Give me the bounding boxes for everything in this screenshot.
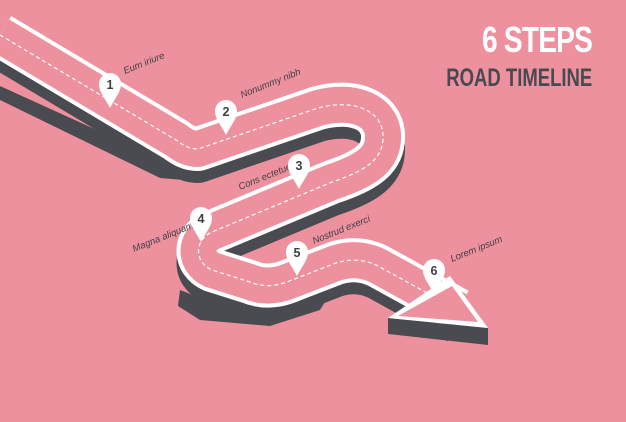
title-main: 6 STEPS [481, 19, 593, 60]
location-pin-icon [215, 100, 237, 135]
arrow-head-icon [388, 276, 488, 345]
arrow-tip-surface [398, 286, 478, 322]
road-wall-bottom [178, 290, 330, 326]
step-1-number: 1 [107, 78, 114, 92]
step-2-number: 2 [223, 105, 230, 119]
step-1-pin: 1 [99, 73, 121, 108]
step-1-label: Eum iriure [122, 50, 166, 76]
location-pin-icon [190, 207, 212, 242]
step-5-pin: 5 [286, 241, 308, 276]
location-pin-icon [99, 73, 121, 108]
location-pin-icon [288, 154, 310, 189]
step-4-pin: 4 [190, 207, 212, 242]
road-wall-left [0, 86, 184, 180]
road-center-line [0, 34, 459, 311]
arrow-base-wall [388, 318, 488, 345]
step-3-pin: 3 [288, 154, 310, 189]
step-6-number: 6 [431, 264, 438, 278]
step-3-number: 3 [296, 159, 303, 173]
step-4-number: 4 [198, 212, 205, 226]
step-2-pin: 2 [215, 100, 237, 135]
location-pin-icon [286, 241, 308, 276]
step-5-number: 5 [294, 246, 301, 260]
title-subtitle: ROAD TIMELINE [446, 64, 592, 92]
step-6-label: Lorem ipsum [449, 234, 504, 265]
step-6-pin: 6 [423, 259, 445, 294]
location-pin-icon [423, 259, 445, 294]
